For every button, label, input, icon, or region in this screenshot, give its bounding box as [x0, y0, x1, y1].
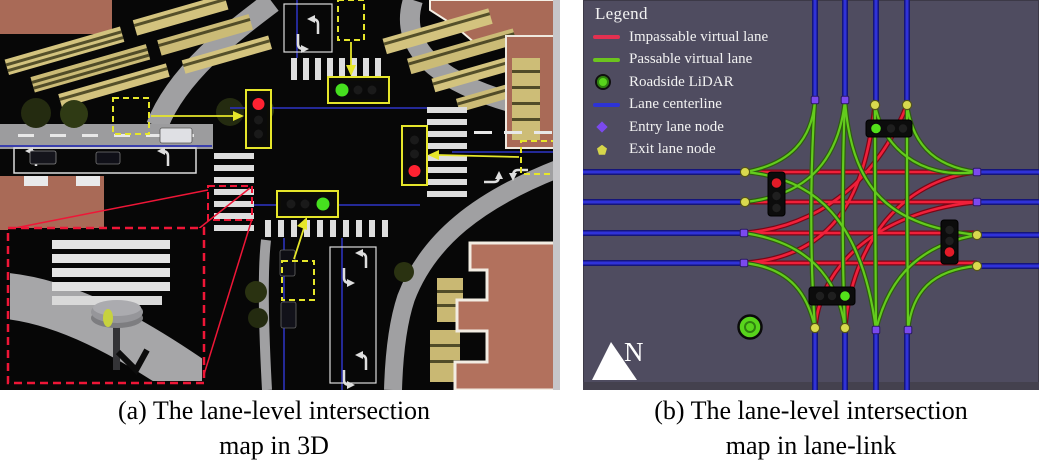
passable-lane-swatch-icon — [593, 57, 623, 62]
unlit-slot-icon — [945, 225, 954, 235]
legend-item-passable: Passable virtual lane — [593, 49, 768, 72]
passable-virtual-lane — [873, 104, 878, 331]
lane-boxes — [13, 3, 377, 384]
passable-virtual-lane-halo — [873, 232, 978, 331]
exit-lane-node — [901, 99, 913, 111]
traffic-light-west-red — [245, 89, 272, 149]
lidar-device-glint — [103, 309, 113, 327]
red-light-icon — [408, 165, 421, 177]
exit-lane-node — [869, 99, 881, 111]
entry-lane-node — [871, 325, 881, 335]
3d-intersection-scene — [0, 0, 560, 390]
red-light-icon — [252, 98, 265, 110]
exit-lane-node — [739, 196, 751, 208]
building-bottom-right — [430, 241, 560, 390]
unlit-slot-icon — [772, 191, 781, 201]
panel-frame-bottom — [583, 382, 1039, 390]
building-bottom-left — [0, 176, 104, 230]
entry-lane-node — [739, 228, 749, 238]
exit-lane-node — [971, 260, 983, 272]
red-light-icon — [770, 177, 783, 189]
caption-b-line1: (b) The lane-level intersection — [654, 396, 968, 425]
unlit-slot-icon — [827, 291, 837, 301]
entry-lane-node — [739, 258, 749, 268]
traffic-light-east-red — [401, 125, 428, 186]
entry-lane-node — [972, 167, 982, 177]
passable-virtual-lane — [873, 104, 978, 175]
tree — [394, 262, 414, 282]
traffic-light-north-green — [327, 76, 390, 104]
roadside-lidar-icon — [737, 314, 763, 340]
passable-virtual-lane — [905, 104, 978, 174]
exit-lane-node — [739, 166, 751, 178]
entry-lane-node — [972, 197, 982, 207]
caption-a-line2: map in 3D — [219, 431, 329, 460]
legend-item-centerline: Lane centerline — [593, 94, 768, 117]
entry-lane-node — [840, 95, 850, 105]
traffic-light-south-green — [276, 190, 339, 218]
lane-centerline-swatch-icon — [593, 102, 623, 107]
unlit-slot-icon — [772, 203, 781, 213]
tree — [248, 308, 268, 328]
passable-virtual-lane — [906, 264, 978, 331]
caption-panel-a: (a) The lane-level intersection map in 3… — [0, 393, 548, 463]
north-arrow-icon — [592, 342, 637, 380]
exit-lane-node — [971, 229, 983, 241]
passable-virtual-lane — [743, 231, 847, 329]
unlit-slot-icon — [815, 291, 825, 301]
panel-b-lane-link-map: N Legend Impassable virtual lane Passabl… — [583, 0, 1039, 390]
caption-b-line2: map in lane-link — [725, 431, 897, 460]
passable-virtual-lane — [743, 261, 817, 329]
buildings-top-left — [0, 0, 274, 128]
green-light-icon — [316, 197, 330, 211]
passable-virtual-lane — [744, 99, 847, 204]
lane-link-canvas: N — [583, 0, 1039, 390]
north-label: N — [624, 337, 644, 367]
exit-lane-node — [809, 322, 821, 334]
exit-node-swatch-icon — [593, 144, 623, 155]
lidar-zoom-annotation — [6, 185, 253, 385]
legend-item-entry-node: Entry lane node — [593, 116, 768, 139]
legend-item-impassable: Impassable virtual lane — [593, 26, 768, 49]
unlit-slot-icon — [898, 124, 908, 133]
panel-a-edge — [553, 0, 560, 390]
green-light-icon — [839, 290, 851, 302]
green-light-icon — [870, 122, 882, 135]
entry-lane-node — [810, 95, 820, 105]
exit-lane-node — [839, 322, 851, 334]
impassable-lane-swatch-icon — [593, 35, 623, 40]
buildings-top-middle — [132, 0, 273, 74]
entry-lane-node — [903, 325, 913, 335]
entry-node-swatch-icon — [593, 121, 623, 133]
lidar-source-box — [207, 185, 253, 221]
buildings-top-right — [382, 0, 560, 149]
crosswalks — [214, 58, 467, 237]
legend-item-exit-node: Exit lane node — [593, 139, 768, 162]
caption-panel-b: (b) The lane-level intersection map in l… — [583, 393, 1039, 463]
caption-a-line1: (a) The lane-level intersection — [117, 396, 431, 425]
legend: Legend Impassable virtual lane Passable … — [593, 2, 768, 161]
unlit-slot-icon — [945, 236, 954, 246]
passable-virtual-lane — [744, 99, 817, 174]
tree — [245, 281, 267, 303]
panel-a-3d-map — [0, 0, 560, 390]
passable-virtual-lane — [874, 233, 978, 331]
legend-title: Legend — [595, 4, 648, 23]
red-light-icon — [943, 246, 956, 258]
legend-item-lidar: Roadside LiDAR — [593, 71, 768, 94]
roadside-lidar-swatch-icon — [593, 74, 623, 91]
roadside-lidar-ring — [744, 321, 756, 333]
vehicles — [29, 127, 297, 329]
unlit-slot-icon — [886, 124, 896, 133]
lidar-inset-content — [10, 240, 202, 381]
green-light-icon — [335, 83, 349, 97]
